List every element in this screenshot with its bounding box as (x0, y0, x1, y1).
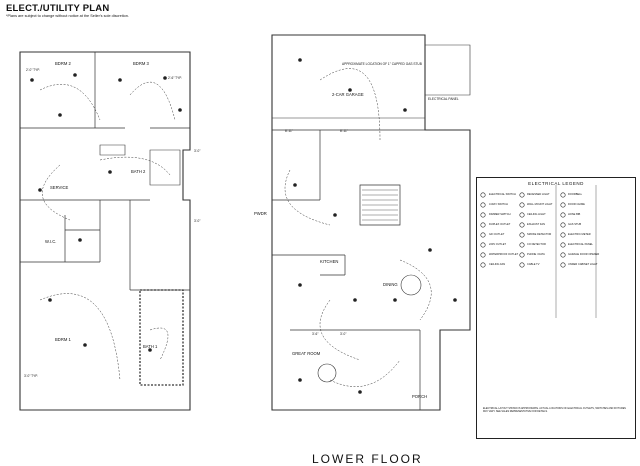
legend-item: 220V OUTLET (489, 243, 507, 246)
floor-label: LOWER FLOOR (312, 452, 423, 466)
legend-item: WALL MOUNT LIGHT (527, 203, 553, 206)
legend-item: CABLE TV (527, 263, 540, 266)
room-label-wic: W.I.C. (45, 239, 57, 244)
room-label-bdrm3: BDRM 3 (133, 61, 149, 66)
upper-arcs (39, 81, 176, 381)
legend-item: DUPLEX OUTLET (489, 223, 511, 226)
legend-item: EXHAUST FAN (527, 223, 545, 226)
room-label-bdrm1: BDRM 1 (55, 337, 71, 342)
legend-item: DOOR CHIME (568, 203, 585, 206)
room-label-great-room: GREAT ROOM (292, 351, 321, 356)
symbol-markers (30, 58, 457, 394)
dimension-label: 3'-0" (194, 149, 201, 153)
legend-item: UNDER CABINET LIGHT (568, 263, 598, 266)
dimension-label: 2'-6" TYP. (168, 76, 182, 80)
room-label-porch: PORCH (412, 394, 428, 399)
room-label-bdrm2: BDRM 2 (55, 61, 71, 66)
legend-item: CEILING FAN (489, 263, 506, 266)
upper-floor-outline (19, 51, 191, 411)
room-label-garage: 2-CAR GARAGE (332, 92, 364, 97)
dimension-label: 3'-0" TYP. (24, 374, 38, 378)
room-label-bath1: BATH 1 (143, 344, 158, 349)
lower-floor-inner-walls (272, 129, 425, 410)
legend-item: HOSE BIB (568, 213, 581, 216)
legend-item: GARAGE DOOR OPENER (568, 253, 600, 256)
legend-item: CO DETECTOR (527, 243, 546, 246)
legend-item: GAS STUB (568, 223, 582, 226)
legend-item: WATERPROOF OUTLET (489, 253, 519, 256)
disclaimer-text: *Plans are subject to change without not… (6, 14, 129, 18)
dimension-label: 8'-11" (285, 129, 293, 133)
stair (362, 189, 398, 221)
utility-pad (424, 44, 471, 96)
legend-item: RECESSED LIGHT (527, 193, 550, 196)
gas-stub-note: APPROXIMATE LOCATION OF 1" CAPPED GAS ST… (342, 62, 422, 66)
legend-item: ELECTRIC METER (568, 233, 591, 236)
legend-item: SMOKE DETECTOR (527, 233, 552, 236)
legend-item: ELECTRICAL SWITCH (489, 193, 516, 196)
dimension-label: 3'-0" (194, 219, 201, 223)
bath2-fixtures (99, 144, 181, 186)
legend-title: ELECTRICAL LEGEND (528, 181, 584, 186)
legend-item: GFI OUTLET (489, 233, 505, 236)
room-label-pwdr: PWDR (254, 211, 267, 216)
legend-note: ELECTRICAL LAYOUT SHOWN IS APPROXIMATE. … (483, 407, 626, 413)
legend-item: ELECTRICAL PANEL (568, 243, 593, 246)
dimension-label: 8'-11" (340, 129, 348, 133)
dimension-label: 3'-0" (340, 332, 347, 336)
dimension-label: 3'-6" (312, 332, 319, 336)
lower-arcs (284, 68, 432, 387)
legend-item: DOORBELL (568, 193, 583, 196)
legend-item: CEILING LIGHT (527, 213, 546, 216)
page-title: ELECT./UTILITY PLAN (6, 3, 110, 14)
bath1-shower (139, 289, 184, 386)
dining-light (400, 274, 422, 296)
legend-item: PHONE / DATA (527, 253, 545, 256)
room-label-bath2: BATH 2 (131, 169, 146, 174)
legend-item: 3-WAY SWITCH (489, 203, 508, 206)
electrical-legend: ELECTRICAL LEGEND ELECTRICAL SWITCH 3-WAY… (476, 177, 636, 439)
legend-columns (555, 185, 597, 318)
legend-item: DIMMER SWITCH (489, 213, 511, 216)
room-label-dining: DINING (383, 282, 398, 287)
legend-symbols (480, 192, 566, 268)
panel-note: ELECTRICAL PANEL (428, 97, 459, 101)
room-label-service: SERVICE (50, 185, 69, 190)
great-room-fan (317, 363, 337, 383)
room-label-kitchen: KITCHEN (320, 259, 339, 264)
dimension-label: 2'-0" TYP. (26, 68, 40, 72)
upper-floor-inner-walls (20, 52, 190, 291)
